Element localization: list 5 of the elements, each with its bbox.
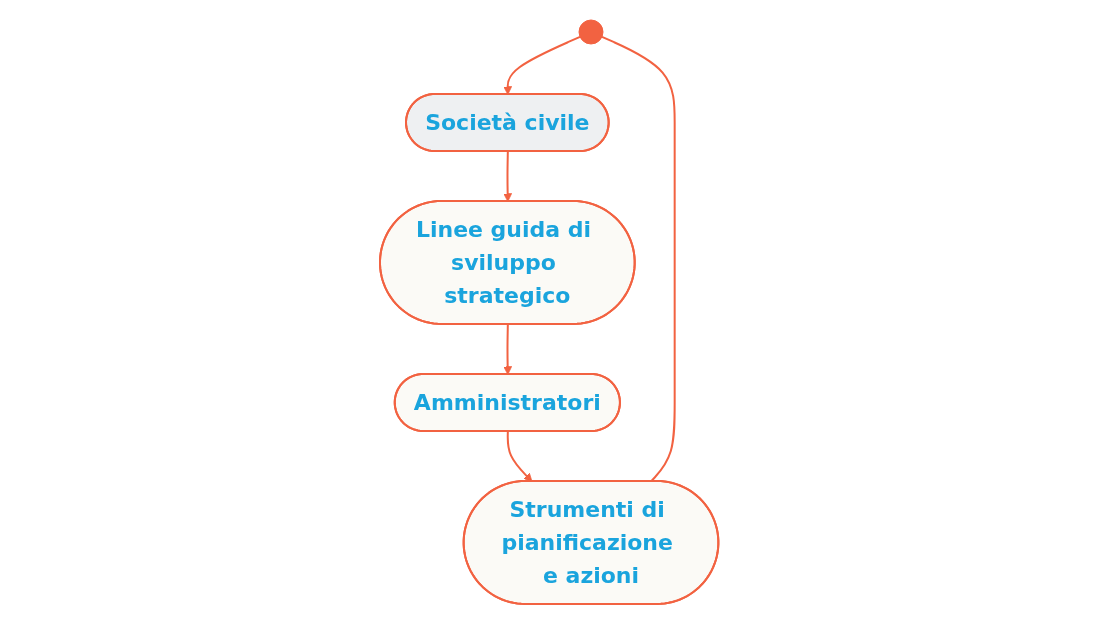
node-circle (578, 19, 604, 45)
arrow (507, 430, 533, 482)
arrow (503, 323, 513, 375)
arrow (503, 35, 582, 95)
arrow (503, 150, 513, 202)
